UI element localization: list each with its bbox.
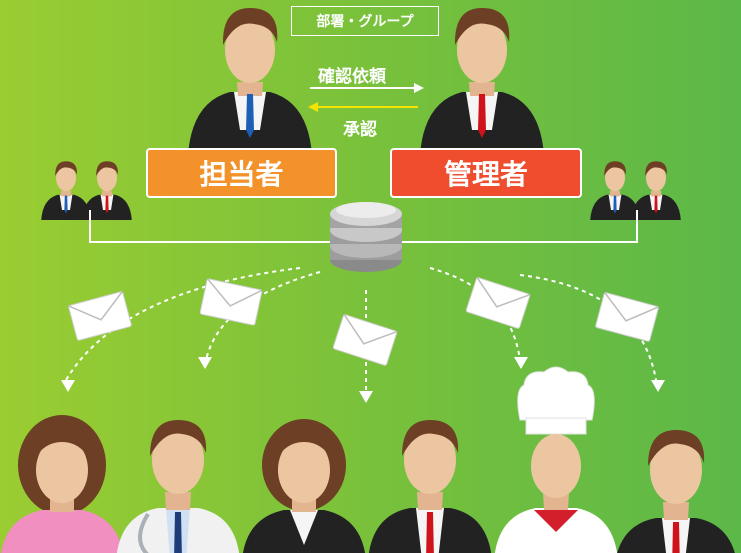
approve-label: 承認 (343, 120, 377, 140)
manager-role-box: 管理者 (390, 148, 582, 198)
staff-group-icon (41, 161, 132, 220)
staff-role-box: 担当者 (146, 148, 337, 198)
recipient-people (1, 366, 735, 553)
approve-arrow (308, 102, 418, 112)
manager-person-icon (420, 8, 544, 155)
group-label: 部署・グループ (291, 6, 439, 36)
mail-envelopes (67, 276, 660, 367)
distribution-lines (65, 267, 657, 395)
confirm-request-label: 確認依頼 (318, 67, 386, 87)
staff-person-icon (188, 8, 312, 155)
database-icon (330, 202, 402, 272)
confirm-arrow (310, 83, 424, 93)
manager-group-icon (590, 161, 681, 220)
